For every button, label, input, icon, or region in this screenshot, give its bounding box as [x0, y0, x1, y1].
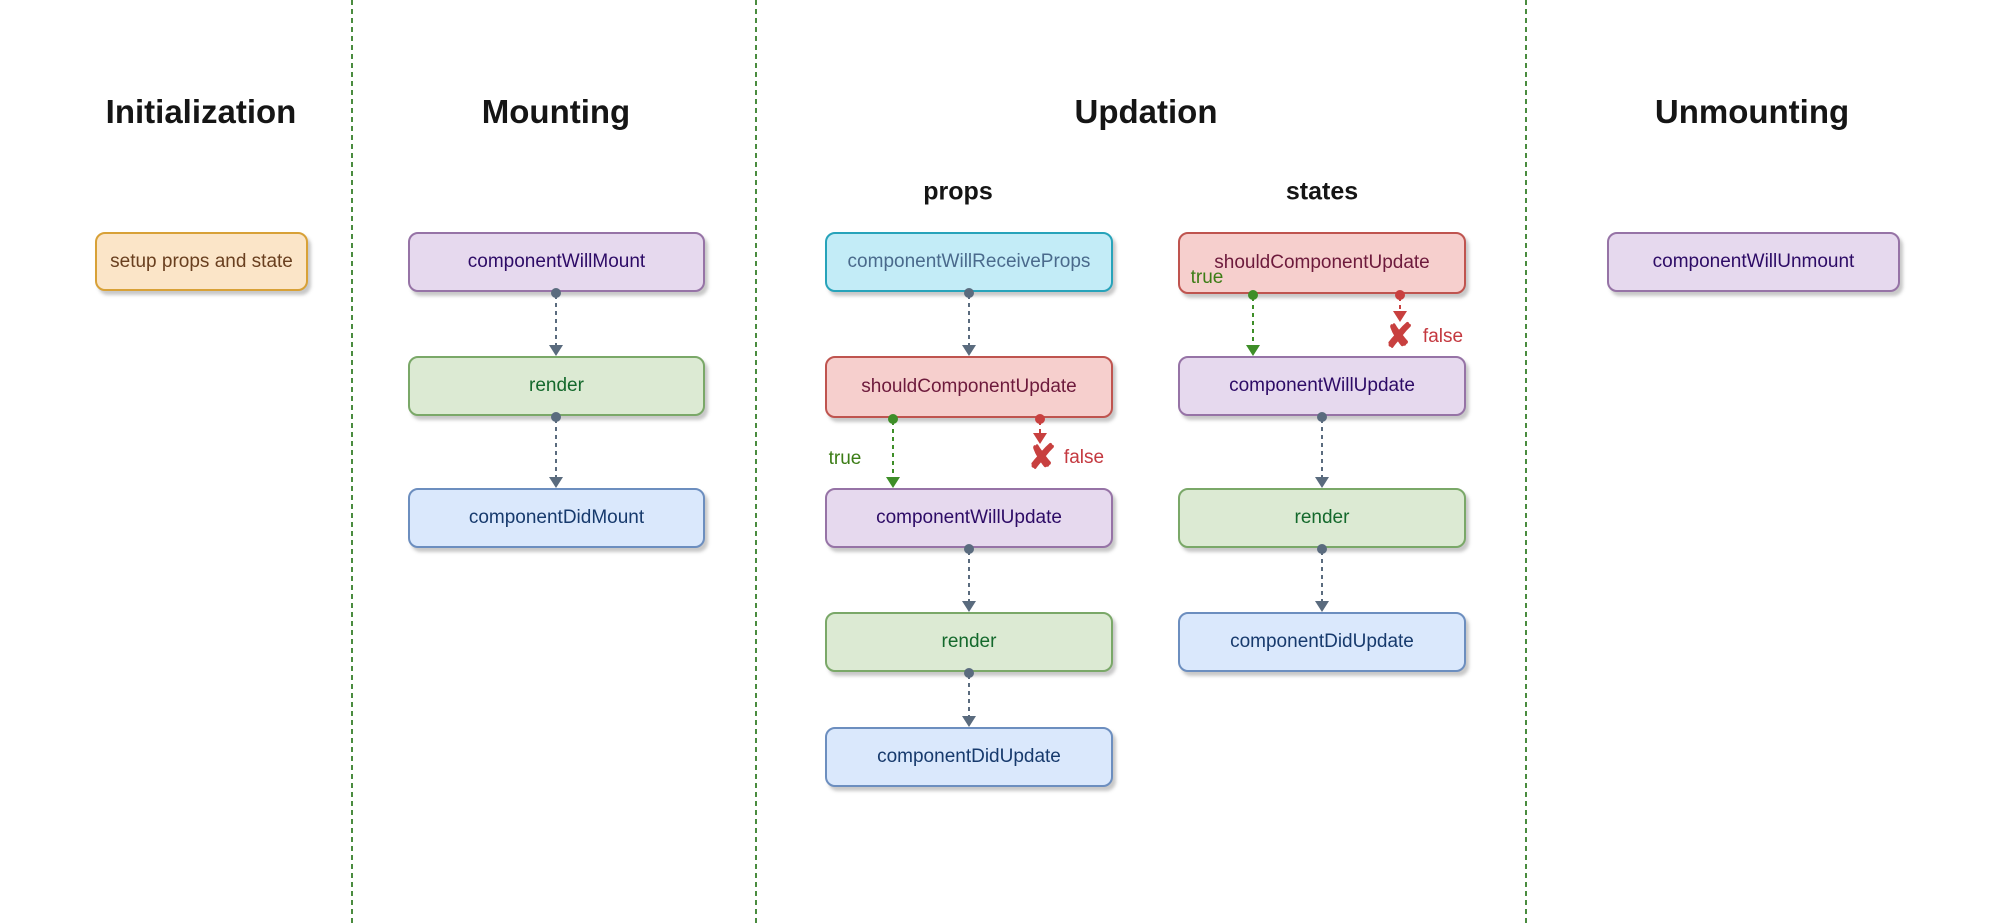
column-divider — [1525, 0, 1527, 924]
subcolumn-title-states: states — [1285, 177, 1359, 206]
arrow-dot — [964, 544, 974, 554]
arrowhead-icon — [1315, 477, 1329, 488]
node-label: shouldComponentUpdate — [1214, 252, 1430, 273]
node-componentWillUpdate-states: componentWillUpdate — [1178, 356, 1466, 416]
arrow-line — [1321, 551, 1323, 601]
node-componentWillMount: componentWillMount — [408, 232, 705, 292]
branch-label-false: false — [1422, 326, 1464, 347]
node-label: componentWillMount — [467, 251, 646, 272]
arrow-dot — [964, 288, 974, 298]
arrow-dot — [1317, 412, 1327, 422]
node-componentDidUpdate-states: componentDidUpdate — [1178, 612, 1466, 672]
node-label: componentWillUnmount — [1652, 251, 1855, 272]
node-label: render — [1294, 507, 1350, 528]
node-label: componentDidMount — [468, 507, 645, 528]
branch-label-true: true — [828, 448, 862, 469]
node-shouldComponentUpdate-states: shouldComponentUpdate — [1178, 232, 1466, 294]
node-render-props: render — [825, 612, 1113, 672]
section-title-initialization: Initialization — [105, 93, 297, 130]
branch-label-true: true — [1190, 267, 1224, 288]
arrow-line — [968, 295, 970, 345]
arrow-dot — [888, 414, 898, 424]
node-componentDidUpdate-props: componentDidUpdate — [825, 727, 1113, 787]
arrowhead-icon — [1033, 433, 1047, 444]
branch-label-false: false — [1063, 447, 1105, 468]
arrowhead-icon — [1246, 345, 1260, 356]
arrowhead-icon — [549, 477, 563, 488]
node-label: componentWillUpdate — [876, 507, 1062, 528]
node-label: componentDidUpdate — [877, 746, 1061, 767]
node-componentDidMount: componentDidMount — [408, 488, 705, 548]
arrowhead-icon — [886, 477, 900, 488]
arrowhead-icon — [549, 345, 563, 356]
node-label: componentWillUpdate — [1229, 375, 1415, 396]
arrow-dot — [551, 412, 561, 422]
node-label: componentDidUpdate — [1230, 631, 1414, 652]
node-setup-props-and-state: setup props and state — [95, 232, 308, 291]
node-componentWillUnmount: componentWillUnmount — [1607, 232, 1900, 292]
node-label: render — [941, 631, 997, 652]
arrow-line — [1321, 419, 1323, 477]
arrow-dot — [1035, 414, 1045, 424]
arrow-dot — [1395, 290, 1405, 300]
subcolumn-title-props: props — [923, 177, 993, 206]
arrowhead-icon — [1315, 601, 1329, 612]
node-shouldComponentUpdate-props: shouldComponentUpdate — [825, 356, 1113, 418]
arrowhead-icon — [962, 716, 976, 727]
node-componentWillReceiveProps: componentWillReceiveProps — [825, 232, 1113, 292]
arrow-dot — [1317, 544, 1327, 554]
arrow-line — [555, 419, 557, 477]
arrow-line — [968, 551, 970, 601]
node-render-states: render — [1178, 488, 1466, 548]
section-title-unmounting: Unmounting — [1654, 93, 1850, 130]
arrow-dot — [1248, 290, 1258, 300]
node-label: render — [529, 375, 584, 396]
arrow-dot — [551, 288, 561, 298]
arrowhead-icon — [962, 345, 976, 356]
reject-x-icon: ✘ — [1027, 438, 1057, 477]
arrow-line — [1252, 297, 1254, 345]
arrow-line — [892, 421, 894, 477]
arrow-line — [968, 675, 970, 716]
arrowhead-icon — [962, 601, 976, 612]
node-label: componentWillReceiveProps — [847, 251, 1091, 272]
column-divider — [351, 0, 353, 924]
node-render-mounting: render — [408, 356, 705, 416]
section-title-updation: Updation — [1074, 93, 1218, 130]
arrow-line — [1039, 421, 1041, 433]
column-divider — [755, 0, 757, 924]
node-label: shouldComponentUpdate — [861, 376, 1077, 397]
node-label: setup props and state — [110, 250, 293, 272]
section-title-mounting: Mounting — [481, 93, 631, 130]
arrow-line — [1399, 297, 1401, 311]
arrowhead-icon — [1393, 311, 1407, 322]
arrow-dot — [964, 668, 974, 678]
node-componentWillUpdate-props: componentWillUpdate — [825, 488, 1113, 548]
arrow-line — [555, 295, 557, 345]
reject-x-icon: ✘ — [1384, 317, 1414, 356]
